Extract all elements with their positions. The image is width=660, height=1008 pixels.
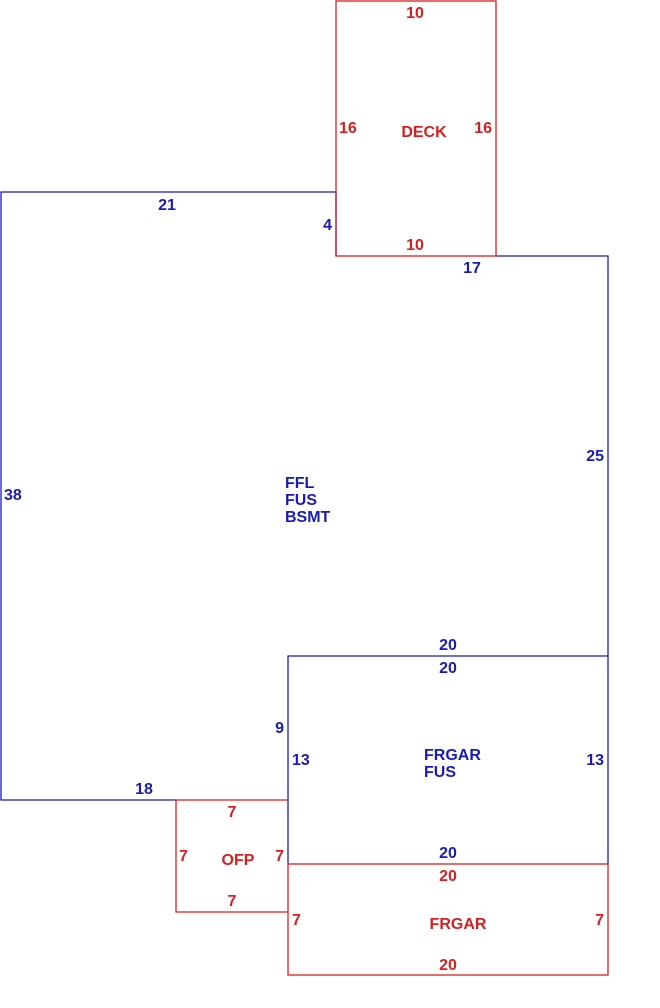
main-dim-top-right: 17 (463, 260, 481, 277)
frgar-fus-outline (287, 655, 608, 864)
deck-dim-left: 16 (339, 120, 357, 137)
ofp-outline (175, 799, 288, 913)
frgar-fus-dim-top-inner: 20 (439, 660, 457, 677)
main-dim-step-in: 9 (275, 720, 284, 737)
ofp-dim-right: 7 (275, 848, 284, 865)
main-area-outline-right (496, 255, 609, 864)
frgar-dim-right: 7 (595, 912, 604, 929)
frgar-fus-dim-bottom: 20 (439, 845, 457, 862)
frgar-fus-label-frgar: FRGAR (424, 747, 481, 764)
main-dim-right: 25 (586, 448, 604, 465)
frgar-outline (287, 863, 609, 976)
frgar-dim-top: 20 (439, 868, 457, 885)
ofp-dim-bottom: 7 (228, 893, 237, 910)
main-dim-step-down: 4 (323, 217, 332, 234)
main-dim-left: 38 (4, 487, 22, 504)
ofp-label: OFP (222, 852, 255, 869)
deck-dim-right: 16 (474, 120, 492, 137)
frgar-fus-label-fus: FUS (424, 764, 456, 781)
ofp-dim-left: 7 (179, 848, 188, 865)
frgar-fus-dim-top-outer: 20 (439, 637, 457, 654)
main-label-ffl: FFL (285, 475, 315, 492)
frgar-fus-dim-left: 13 (292, 752, 310, 769)
deck-outline (335, 0, 497, 257)
frgar-label: FRGAR (430, 916, 487, 933)
main-dim-bottom: 18 (135, 781, 153, 798)
deck-dim-top: 10 (406, 5, 424, 22)
frgar-dim-bottom: 20 (439, 957, 457, 974)
deck-label: DECK (401, 124, 447, 141)
ofp-dim-top: 7 (228, 804, 237, 821)
main-label-bsmt: BSMT (285, 509, 331, 526)
main-dim-top-left: 21 (158, 197, 176, 214)
main-label-fus: FUS (285, 492, 317, 509)
deck-dim-bottom: 10 (406, 237, 424, 254)
main-area-outline (0, 191, 336, 801)
frgar-fus-dim-right: 13 (586, 752, 604, 769)
frgar-dim-left: 7 (292, 912, 301, 929)
